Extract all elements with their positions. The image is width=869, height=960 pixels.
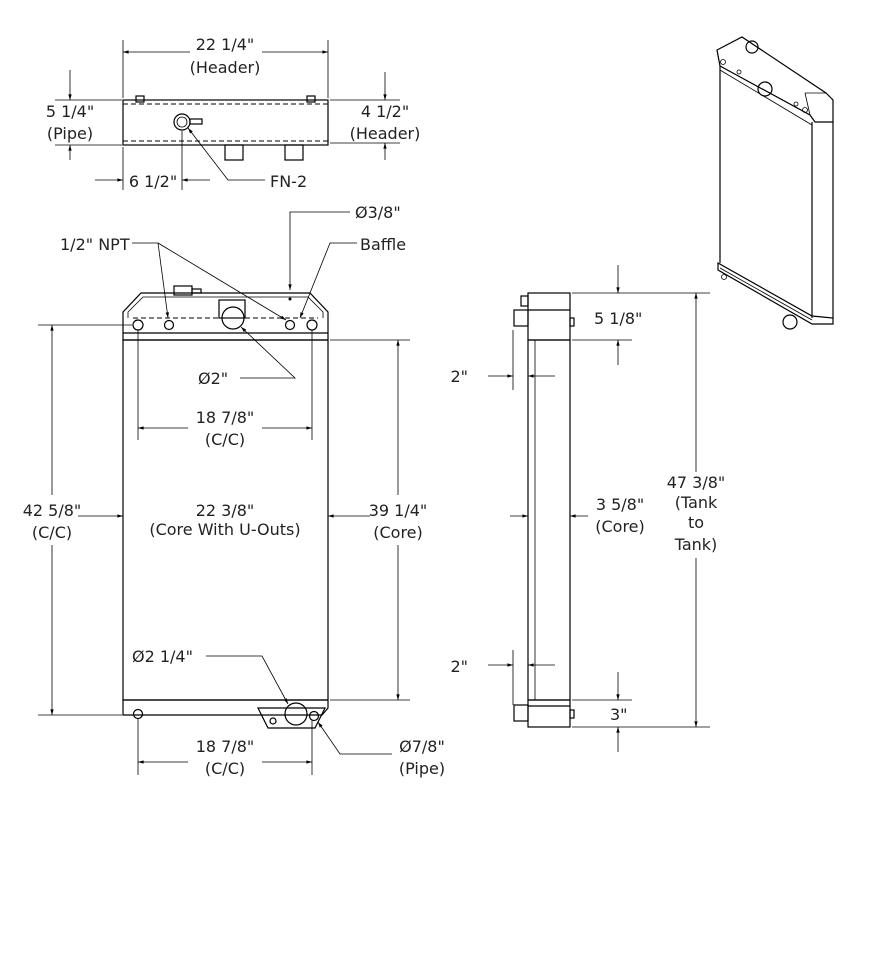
bottom-cc-note: (C/C) (205, 759, 245, 778)
top-cc-note: (C/C) (205, 430, 245, 449)
outlet-icon (284, 702, 308, 726)
bracket (224, 144, 244, 161)
outlet-dia-label: Ø2 1/4" (132, 647, 193, 666)
core-width-note: (Core With U-Outs) (149, 520, 300, 539)
inlet-icon (221, 306, 245, 330)
vent-dia-label: Ø3/8" (355, 203, 401, 222)
offset-dim: 6 1/2" (129, 172, 177, 191)
height-cc-dim: 42 5/8" (23, 501, 82, 520)
npt-label: 1/2" NPT (60, 235, 130, 254)
side-view: 5 1/8" 2" 3 5/8" (Core) 2" 3" 47 3/8" (T… (450, 265, 725, 752)
top-tank-dim: 5 1/8" (594, 309, 642, 328)
side-top-tank (527, 292, 571, 341)
baffle-label: Baffle (360, 235, 406, 254)
overall-height-dim: 47 3/8" (667, 473, 726, 492)
header-width-note: (Header) (190, 58, 261, 77)
top-cc-dim: 18 7/8" (196, 408, 255, 427)
isometric-view (716, 36, 834, 330)
header-outline (122, 99, 329, 146)
core-depth-note: (Core) (595, 517, 645, 536)
side-bottom-tank (527, 699, 571, 728)
core-height-note: (Core) (373, 523, 423, 542)
bottom-tank (122, 699, 329, 716)
side-core (527, 339, 571, 701)
top-view: 22 1/4" (Header) 5 1/4" (Pipe) 4 1/2" (H… (46, 35, 421, 191)
fill-neck-icon (173, 113, 191, 131)
header-depth-note: (Header) (350, 124, 421, 143)
core-width-dim: 22 3/8" (196, 501, 255, 520)
inlet-dia-label: Ø2" (198, 369, 228, 388)
bottom-tank-dim: 3" (610, 705, 628, 724)
header-depth-dim: 4 1/2" (361, 102, 409, 121)
pipe-height-dim: 5 1/4" (46, 102, 94, 121)
bottom-cc-dim: 18 7/8" (196, 737, 255, 756)
core-depth-dim: 3 5/8" (596, 495, 644, 514)
fill-neck-label: FN-2 (270, 172, 307, 191)
pipe-dia-note: (Pipe) (399, 759, 445, 778)
front-view: Ø3/8" 1/2" NPT Baffle Ø2" 18 7/8" (C/C) … (23, 203, 445, 778)
iso-top-tank (716, 36, 834, 123)
overall-note-3: Tank) (674, 535, 718, 554)
overall-note-2: to (688, 513, 704, 532)
core-height-dim: 39 1/4" (369, 501, 428, 520)
bottom-offset-dim: 2" (450, 657, 468, 676)
height-cc-note: (C/C) (32, 523, 72, 542)
header-width-dim: 22 1/4" (196, 35, 255, 54)
top-offset-dim: 2" (450, 367, 468, 386)
pipe-height-note: (Pipe) (47, 124, 93, 143)
overall-note-1: (Tank (675, 493, 718, 512)
pipe-dia-label: Ø7/8" (399, 737, 445, 756)
